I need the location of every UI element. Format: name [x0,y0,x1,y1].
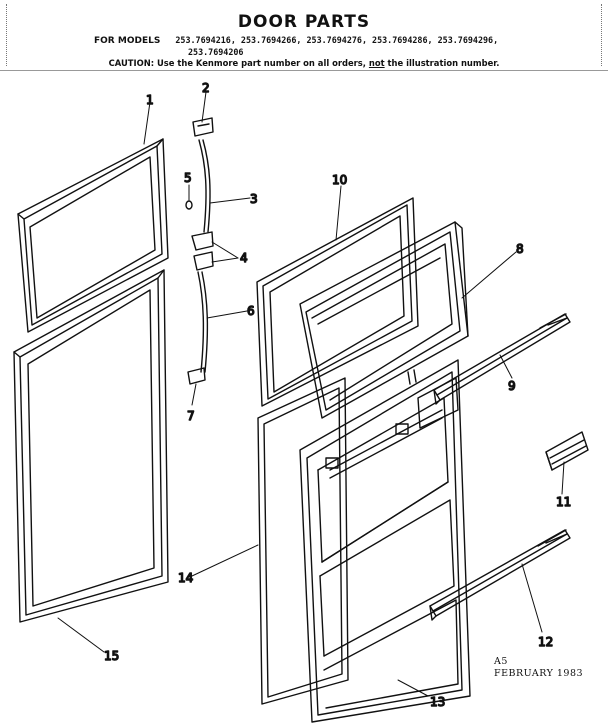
model-number: 253.7694206 [188,47,244,57]
left-scan-edge [6,4,7,66]
caution-prefix: CAUTION: Use the Kenmore part number on … [108,58,366,68]
callout-11: 11 [556,495,571,509]
model-number: 253.7694276, [306,35,367,45]
caution-suffix: the illustration number. [384,58,500,68]
part-11-shelf-bracket [545,431,589,471]
callout-5: 5 [184,171,192,185]
page-title: DOOR PARTS [237,12,371,32]
revision-date: FEBRUARY 1983 [494,668,584,679]
callout-15: 15 [104,649,119,663]
callout-10: 10 [332,173,347,187]
model-number: 253.7694216, [175,35,236,45]
callout-12: 12 [538,635,553,649]
part-8-freezer-liner [299,221,469,419]
header-rule [0,70,608,71]
callout-9: 9 [508,379,516,393]
callout-4: 4 [240,251,248,265]
model-number: 253.7694296, [437,35,499,45]
callout-leaders [57,91,565,697]
callout-3: 3 [250,192,258,206]
callout-7: 7 [187,409,195,423]
callout-6: 6 [247,304,255,318]
callout-1: 1 [146,93,154,107]
part-12-lower-shelf-rail [429,529,571,621]
part-13-fresh-food-liner [299,359,471,723]
hinge-hardware [185,117,214,385]
caution-note: CAUTION: Use the Kenmore part number on … [0,58,608,68]
model-number: 253.7694266, [240,35,302,45]
callout-14: 14 [178,571,193,585]
model-list: FOR MODELS 253.7694216, 253.7694266, 253… [94,35,594,58]
callout-8: 8 [516,242,524,256]
part-14-fresh-food-gasket [257,377,349,705]
models-lead: FOR MODELS [94,36,161,46]
callout-13: 13 [430,695,445,709]
caution-emphasis: not [368,58,385,68]
right-scan-edge [601,4,602,66]
part-10-freezer-gasket [256,197,419,407]
revision-code: A5 [494,656,508,667]
callout-2: 2 [202,81,210,95]
part-15-lower-gasket [13,269,169,623]
part-1-upper-gasket [17,138,169,333]
revision-footer: A5 FEBRUARY 1983 [494,656,583,680]
model-number: 253.7694286, [372,35,433,45]
